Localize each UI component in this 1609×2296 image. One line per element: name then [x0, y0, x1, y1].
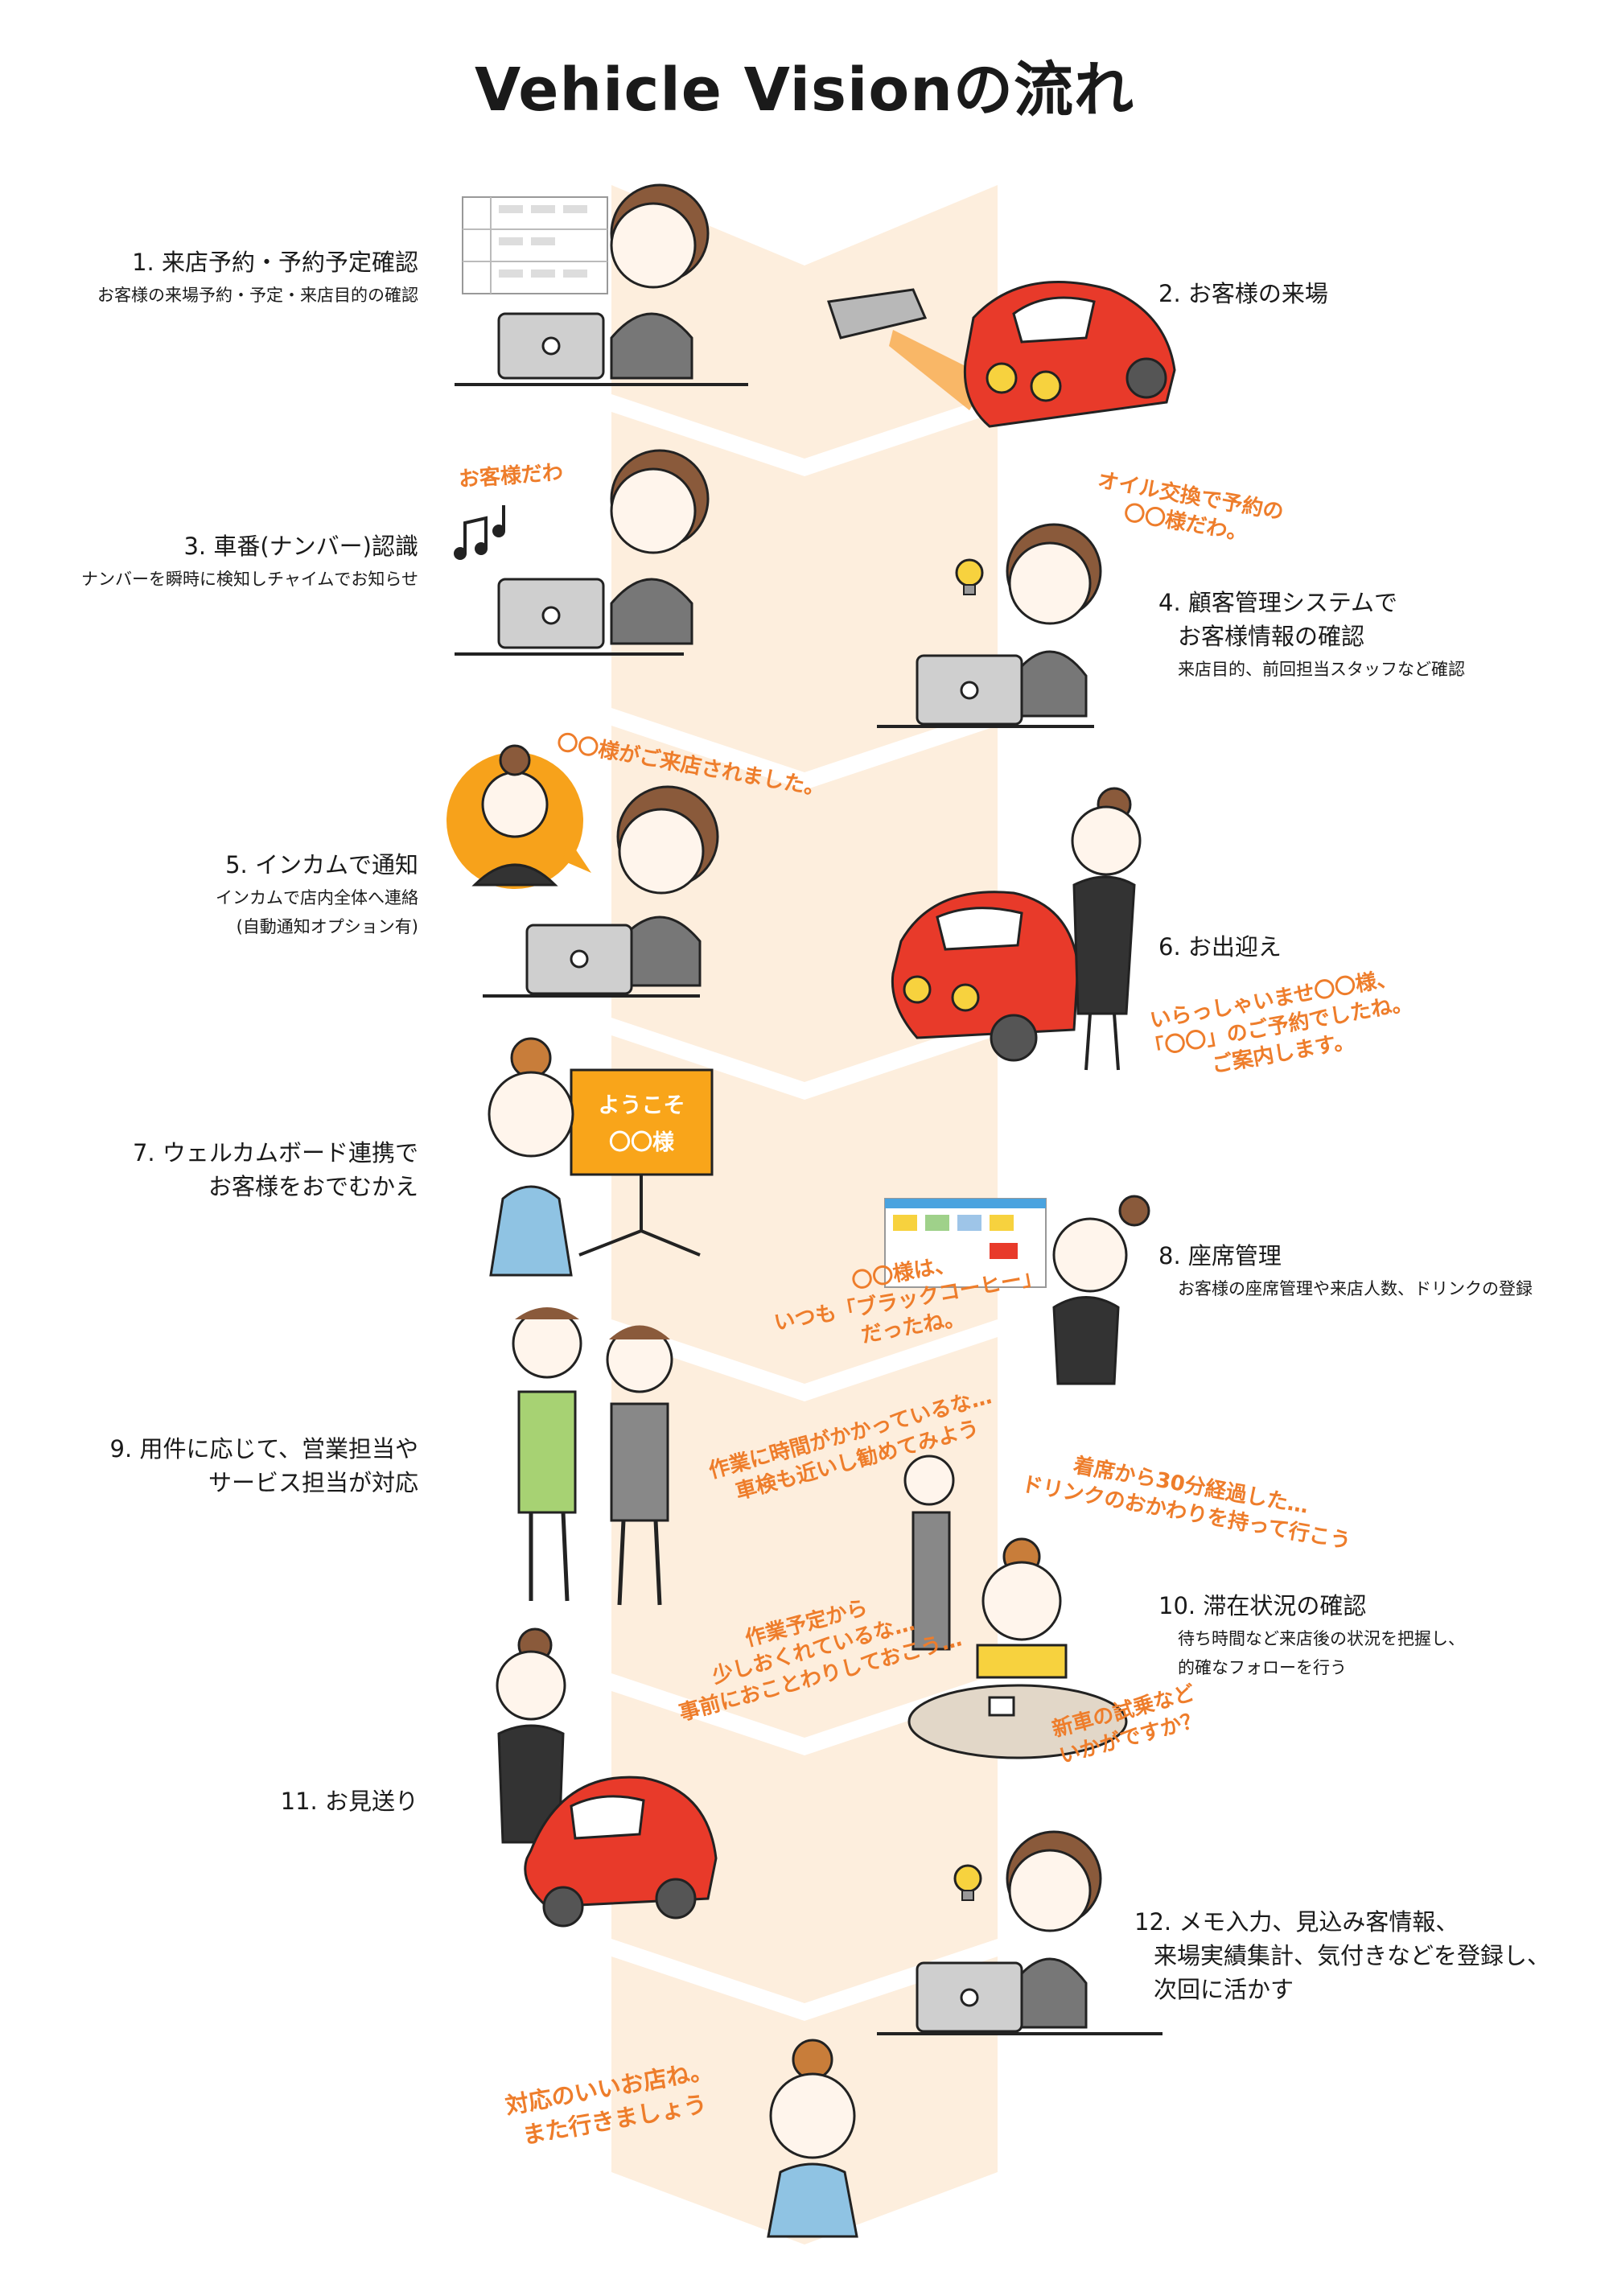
step-1: 1. 来店予約・予約予定確認 お客様の来場予約・予定・来店目的の確認 — [97, 249, 418, 305]
table-scene — [903, 1455, 1128, 1759]
car-icon-6 — [891, 891, 1080, 1062]
lightbulb-icon-12 — [953, 1864, 982, 1901]
coffee-cup-icon — [988, 1696, 1015, 1717]
operator-3 — [610, 449, 710, 645]
welcome-board-text: ようこそ 〇〇様 — [598, 1093, 685, 1155]
operator-5 — [616, 785, 719, 987]
operator-1 — [610, 183, 710, 380]
welcome-board — [570, 1068, 714, 1257]
laptop-4 — [877, 654, 1094, 728]
guest-7 — [488, 1037, 574, 1277]
step-2: 2. お客様の来場 — [1158, 280, 1328, 307]
happy-customer — [767, 2039, 858, 2238]
car-icon-11 — [524, 1775, 718, 1928]
camera-icon — [827, 288, 990, 410]
step-3: 3. 車番(ナンバー)認識 ナンバーを瞬時に検知しチャイムでお知らせ — [81, 533, 418, 589]
receptionist-11 — [496, 1627, 566, 1844]
step-6: 6. お出迎え — [1158, 933, 1282, 961]
laptop-1 — [455, 312, 748, 386]
step-12: 12. メモ入力、見込み客情報、 来場実績集計、気付きなどを登録し、 次回に活か… — [1134, 1908, 1551, 2003]
seat-screen — [884, 1198, 1047, 1288]
step-4: 4. 顧客管理システムで お客様情報の確認 来店目的、前回担当スタッフなど確認 — [1158, 589, 1465, 679]
laptop-5 — [483, 924, 700, 998]
step-10: 10. 滞在状況の確認 待ち時間など来店後の状況を把握し、 的確なフォローを行う — [1158, 1592, 1465, 1677]
laptop-12 — [877, 1961, 1163, 2035]
receptionist-6 — [1071, 787, 1142, 1071]
schedule-table-icon — [462, 196, 608, 294]
lightbulb-icon — [955, 558, 984, 595]
step-11: 11. お見送り — [280, 1788, 418, 1815]
operator-12 — [1006, 1830, 1102, 2029]
step-7: 7. ウェルカムボード連携で お客様をおでむかえ — [132, 1139, 418, 1200]
car-icon-2 — [963, 281, 1176, 428]
step-8: 8. 座席管理 お客様の座席管理や来店人数、ドリンクの登録 — [1158, 1242, 1533, 1298]
step-5: 5. インカムで通知 インカムで店内全体へ連絡 (自動通知オプション有) — [216, 851, 418, 936]
music-note-icon — [454, 505, 505, 560]
intercom-bubble — [446, 744, 591, 889]
page-title: Vehicle Visionの流れ — [475, 56, 1134, 125]
step-9: 9. 用件に応じて、営業担当や サービス担当が対応 — [109, 1435, 418, 1496]
laptop-3 — [455, 578, 684, 656]
staff-9 — [512, 1307, 673, 1606]
operator-4 — [1006, 523, 1102, 718]
flow-band — [611, 185, 998, 2245]
receptionist-8 — [1052, 1195, 1150, 1385]
